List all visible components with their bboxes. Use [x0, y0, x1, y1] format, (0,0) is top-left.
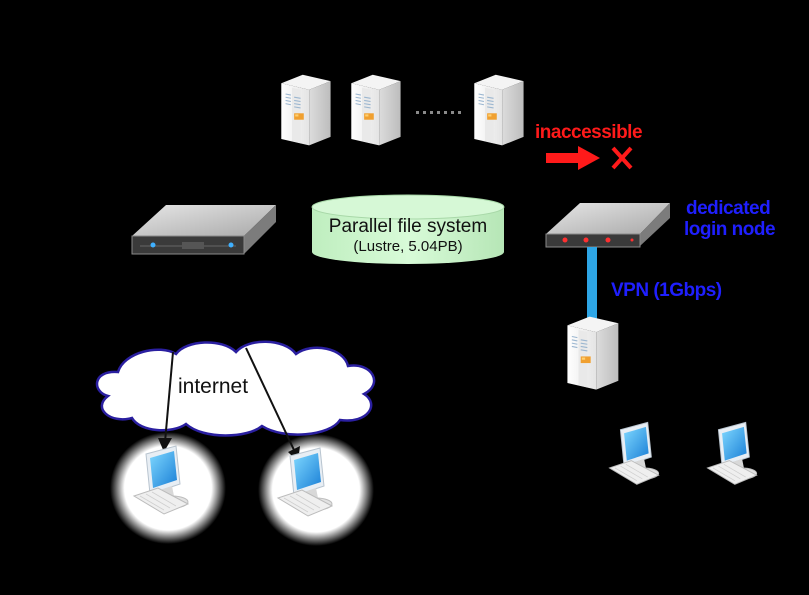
vpn-client-pc-icon — [609, 421, 660, 485]
parallel-file-system-cylinder — [311, 194, 505, 264]
login-node-label: dedicated login node — [684, 198, 776, 240]
vpn-client-pc-icon — [707, 421, 758, 485]
internet-label: internet — [178, 375, 249, 398]
file-system-title: Parallel file system — [328, 216, 488, 237]
compute-node-icon — [280, 74, 332, 146]
login-node-server-icon — [545, 203, 670, 248]
file-system-subtitle: (Lustre, 5.04PB) — [353, 238, 463, 255]
rack-server-icon — [131, 205, 276, 255]
inaccessible-label: inaccessible — [535, 122, 643, 143]
blocked-x-icon — [611, 146, 633, 170]
compute-node-icon — [350, 74, 402, 146]
file-system-label: Parallel file system (Lustre, 5.04PB) — [312, 216, 504, 255]
internet-cloud — [95, 340, 376, 437]
ellipsis-dots — [416, 111, 461, 114]
vpn-gateway-icon — [566, 315, 619, 391]
login-node-label-line2: login node — [684, 219, 776, 240]
vpn-label: VPN (1Gbps) — [611, 280, 722, 301]
internet-arrow — [158, 351, 174, 452]
blocked-arrow-icon — [546, 146, 600, 170]
compute-node-icon — [473, 74, 525, 146]
vpn-link — [587, 247, 597, 319]
login-node-label-line1: dedicated — [686, 198, 771, 219]
